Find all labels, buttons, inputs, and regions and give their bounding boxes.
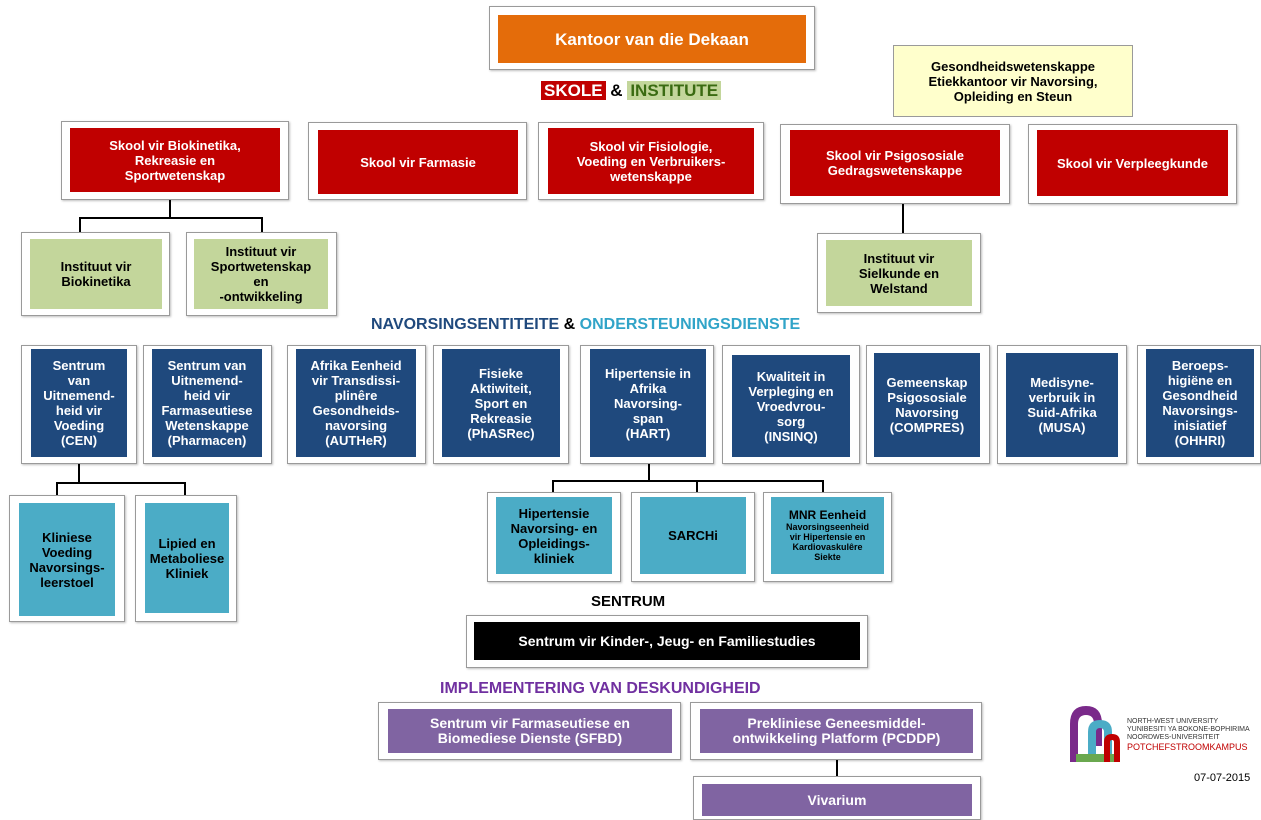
sub-label: Kliniese Voeding Navorsings- leerstoel [29, 529, 105, 590]
entity-label: Beroeps- higiëne en Gesondheid Navorsing… [1162, 358, 1238, 448]
logo-line-2: YUNIBESITI YA BOKONE-BOPHIRIMA [1127, 726, 1250, 733]
school-label: Skool vir Psigososiale Gedragswetenskapp… [826, 148, 964, 178]
amp-1: & [610, 81, 623, 100]
entity-ohhri[interactable]: Beroeps- higiëne en Gesondheid Navorsing… [1146, 349, 1254, 457]
connector [79, 217, 263, 219]
sub-label: SARCHi [668, 528, 718, 543]
institute-sport[interactable]: Instituut vir Sportwetenskap en -ontwikk… [194, 239, 328, 309]
impl-label: Sentrum vir Farmaseutiese en Biomediese … [430, 715, 630, 746]
school-nursing[interactable]: Skool vir Verpleegkunde [1037, 130, 1228, 196]
entity-label: Kwaliteit in Verpleging en Vroedvrou- so… [748, 368, 834, 444]
mnr-subtitle: Navorsingseenheid vir Hipertensie en Kar… [785, 522, 870, 562]
centre-label: Sentrum vir Kinder-, Jeug- en Familiestu… [518, 632, 816, 649]
ondersteuning-heading: ONDERSTEUNINGSDIENSTE [579, 316, 801, 333]
connector [552, 480, 554, 494]
mnr-unit[interactable]: MNR Eenheid Navorsingseenheid vir Hipert… [771, 497, 884, 574]
entity-label: Afrika Eenheid vir Transdissi- plinêre G… [310, 358, 402, 448]
entity-hart[interactable]: Hipertensie in Afrika Navorsing- span (H… [590, 349, 706, 457]
connector [902, 204, 904, 234]
connector [56, 482, 58, 496]
entity-label: Sentrum van Uitnemend- heid vir Voeding … [43, 358, 115, 448]
centre-heading: SENTRUM [591, 593, 666, 610]
school-physiology[interactable]: Skool vir Fisiologie, Voeding en Verbrui… [548, 128, 754, 194]
vivarium[interactable]: Vivarium [702, 784, 972, 816]
connector [78, 464, 80, 483]
entity-musa[interactable]: Medisyne- verbruik in Suid-Afrika (MUSA) [1006, 353, 1118, 457]
sarchi[interactable]: SARCHi [640, 497, 746, 574]
institute-heading: INSTITUTE [627, 81, 722, 100]
implementation-heading-text: IMPLEMENTERING VAN DESKUNDIGHEID [440, 680, 761, 697]
connector [79, 217, 81, 233]
dean-office[interactable]: Kantoor van die Dekaan [498, 15, 806, 63]
school-pharmacy[interactable]: Skool vir Farmasie [318, 130, 518, 194]
entity-author[interactable]: Afrika Eenheid vir Transdissi- plinêre G… [296, 349, 416, 457]
centre-child-youth-family[interactable]: Sentrum vir Kinder-, Jeug- en Familiestu… [474, 622, 860, 660]
entity-pharmacen[interactable]: Sentrum van Uitnemend- heid vir Farmaseu… [152, 349, 262, 457]
institute-biokinetics[interactable]: Instituut vir Biokinetika [30, 239, 162, 309]
research-entities-heading: NAVORSINGSENTITEITE & ONDERSTEUNINGSDIEN… [371, 316, 800, 334]
connector [836, 760, 838, 778]
connector [261, 217, 263, 233]
nwu-logo-icon [1070, 706, 1120, 762]
connector [56, 482, 186, 484]
entity-label: Gemeenskap Psigososiale Navorsing (COMPR… [886, 375, 968, 435]
institute-label: Instituut vir Biokinetika [60, 259, 132, 289]
school-label: Skool vir Biokinetika, Rekreasie en Spor… [109, 137, 241, 183]
logo-line-3: NOORDWES-UNIVERSITEIT [1127, 734, 1220, 741]
logo-line-1: NORTH-WEST UNIVERSITY [1127, 718, 1219, 725]
entity-insinq[interactable]: Kwaliteit in Verpleging en Vroedvrou- so… [732, 355, 850, 457]
entity-cen[interactable]: Sentrum van Uitnemend- heid vir Voeding … [31, 349, 127, 457]
entity-compres[interactable]: Gemeenskap Psigososiale Navorsing (COMPR… [874, 353, 980, 457]
connector [696, 480, 698, 494]
implementation-heading: IMPLEMENTERING VAN DESKUNDIGHEID [440, 680, 761, 698]
impl-label: Prekliniese Geneesmiddel- ontwikkeling P… [732, 715, 941, 746]
lipid-clinic[interactable]: Lipied en Metaboliese Kliniek [145, 503, 229, 613]
entity-label: Medisyne- verbruik in Suid-Afrika (MUSA) [1027, 375, 1097, 435]
date-stamp: 07-07-2015 [1194, 772, 1251, 784]
connector [822, 480, 824, 494]
ethics-label: Gesondheidswetenskappe Etiekkantoor vir … [928, 58, 1098, 104]
school-biokinetics[interactable]: Skool vir Biokinetika, Rekreasie en Spor… [70, 128, 280, 192]
skole-heading: SKOLE [541, 81, 606, 100]
entity-phasrec[interactable]: Fisieke Aktiwiteit, Sport en Rekreasie (… [442, 349, 560, 457]
institute-label: Instituut vir Sielkunde en Welstand [858, 250, 940, 296]
institute-psychology[interactable]: Instituut vir Sielkunde en Welstand [826, 240, 972, 306]
connector [169, 200, 171, 218]
nwu-logo [1066, 702, 1124, 764]
entity-label: Hipertensie in Afrika Navorsing- span (H… [605, 365, 691, 441]
logo-campus: POTCHEFSTROOMKAMPUS [1127, 742, 1248, 752]
connector [648, 464, 650, 481]
pcddp[interactable]: Prekliniese Geneesmiddel- ontwikkeling P… [700, 709, 973, 753]
mnr-title: MNR Eenheid [788, 508, 867, 522]
entity-label: Fisieke Aktiwiteit, Sport en Rekreasie (… [467, 365, 535, 441]
school-psychosocial[interactable]: Skool vir Psigososiale Gedragswetenskapp… [790, 130, 1000, 196]
sfbd[interactable]: Sentrum vir Farmaseutiese en Biomediese … [388, 709, 672, 753]
connector [552, 480, 824, 482]
amp-2: & [563, 316, 576, 333]
institute-label: Instituut vir Sportwetenskap en -ontwikk… [210, 244, 312, 304]
sub-label: Lipied en Metaboliese Kliniek [149, 535, 225, 581]
ethics-office[interactable]: Gesondheidswetenskappe Etiekkantoor vir … [893, 45, 1133, 117]
school-label: Skool vir Verpleegkunde [1057, 155, 1208, 171]
connector [184, 482, 186, 496]
school-label: Skool vir Fisiologie, Voeding en Verbrui… [576, 138, 726, 184]
sub-label: Hipertensie Navorsing- en Opleidings- kl… [510, 505, 598, 566]
school-label: Skool vir Farmasie [360, 154, 476, 170]
entity-label: Sentrum van Uitnemend- heid vir Farmaseu… [161, 358, 253, 448]
clinical-nutrition-chair[interactable]: Kliniese Voeding Navorsings- leerstoel [19, 503, 115, 616]
schools-institutes-heading: SKOLE & INSTITUTE [541, 81, 722, 101]
navorsing-heading: NAVORSINGSENTITEITE [371, 316, 560, 333]
hypertension-clinic[interactable]: Hipertensie Navorsing- en Opleidings- kl… [496, 497, 612, 574]
impl-label: Vivarium [807, 791, 867, 808]
dean-label: Kantoor van die Dekaan [555, 29, 749, 49]
